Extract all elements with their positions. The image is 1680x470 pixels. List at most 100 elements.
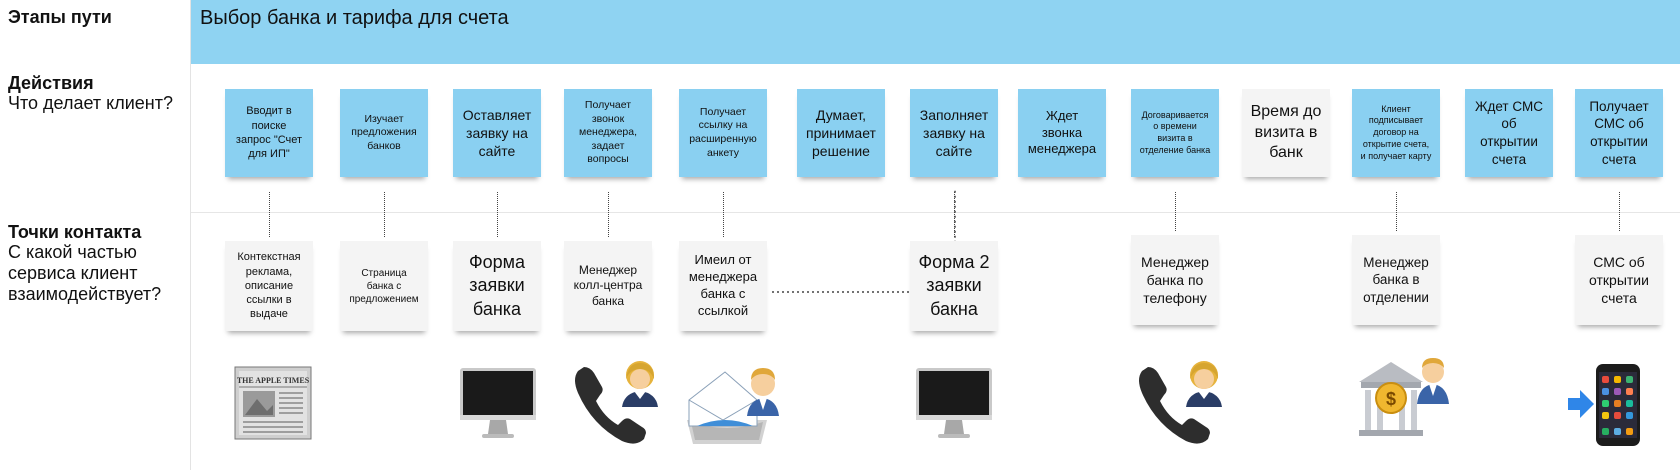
dotted-connector-line [1175, 192, 1176, 231]
action-text-line: менеджера [1027, 141, 1097, 157]
bank-manager-icon: $ [1355, 352, 1455, 442]
action-text-line: Клиент [1381, 103, 1411, 114]
action-text-line: решение [812, 143, 870, 160]
dotted-connector-line [954, 192, 955, 237]
action-sticky: Думает,принимает решение [797, 89, 885, 177]
action-text-line: Время до [1250, 102, 1322, 120]
action-text-line: анкету [706, 146, 740, 159]
action-text-line: визита в [1157, 133, 1193, 143]
action-text-line: отделение банка [1139, 144, 1211, 155]
touchpoint-text-line: телефону [1143, 290, 1207, 307]
stages-title: Этапы пути [8, 7, 112, 27]
action-text-line: заявку на [466, 124, 528, 141]
action-text-line: Оставляет [462, 106, 532, 123]
touchpoint-text-line: банка [472, 298, 522, 319]
action-text-line: заявку на [923, 124, 985, 141]
touchpoints-row-label: Точки контакта С какой частью сервиса кл… [8, 222, 161, 305]
dotted-connector-line [1396, 192, 1397, 231]
touchpoints-title: Точки контакта [8, 222, 142, 242]
action-text-line: сайте [478, 143, 516, 160]
action-text-line: открытии [1480, 134, 1538, 149]
action-text-line: Ждет [1045, 107, 1079, 123]
action-text-line: Думает, [815, 106, 867, 123]
row-labels-column: Этапы пути Действия Что делает клиент? Т… [0, 0, 191, 470]
smartphone-icon [1566, 362, 1646, 448]
action-text-line: звонка [1041, 124, 1083, 140]
touchpoint-text-line: менеджера [688, 269, 758, 285]
dotted-connector-line [269, 192, 270, 237]
action-text-line: вопросы [587, 153, 629, 166]
action-text-line: Ждет СМС [1475, 98, 1543, 114]
action-text-line: Получает [584, 98, 632, 111]
touchpoints-subtitle-line: сервиса клиент [8, 263, 138, 283]
stage-title: Выбор банка и тарифа для счета [200, 7, 509, 29]
actions-row-label: Действия Что делает клиент? [8, 73, 173, 114]
monitor-icon [458, 364, 538, 444]
action-text-line: для ИП" [248, 148, 290, 161]
touchpoint-text-line: Форма [468, 251, 526, 272]
touchpoint-text-line: банка [591, 293, 625, 308]
action-text-line: Вводит в [246, 105, 292, 118]
mail-manager-icon [685, 360, 785, 450]
monitor-icon [914, 364, 994, 444]
newspaper-icon: THE APPLE TIMES [233, 363, 313, 443]
action-text-line: принимает [806, 124, 876, 141]
actions-title: Действия [8, 73, 94, 93]
touchpoint-text-line: счета [1601, 290, 1637, 307]
action-text-line: договор на [1373, 127, 1419, 138]
touchpoint-text-line: Менеджер [1363, 254, 1429, 270]
row-divider [191, 212, 1680, 213]
touchpoint-text-line: заявки [926, 275, 982, 296]
actions-subtitle: Что делает клиент? [8, 93, 173, 113]
action-text-line: Получает [1589, 98, 1649, 114]
touchpoint-text-line: Форма 2 [918, 251, 990, 272]
dotted-connector-line [608, 192, 609, 237]
touchpoint-text-line: выдаче [250, 308, 288, 321]
action-text-line: визита в [1254, 123, 1318, 141]
action-text-line: задает [591, 139, 625, 152]
action-text-line: звонок [591, 112, 625, 125]
touchpoint-text-line: Менеджер [1141, 253, 1209, 270]
touchpoint-text-line: ссылкой [697, 302, 749, 318]
action-text-line: сайте [935, 143, 973, 160]
touchpoint-text-line: СМС об [1593, 253, 1645, 270]
dotted-connector-line [384, 192, 385, 237]
touchpoint-text-line: банка по [1146, 271, 1204, 288]
phone-manager-icon [570, 357, 670, 447]
action-text-line: счета [1491, 151, 1527, 167]
dotted-connector-line [1619, 192, 1620, 231]
touchpoint-text-line: бакна [930, 298, 978, 319]
touchpoint-text-line: Имеил от [694, 252, 752, 268]
touchpoint-text-line: банка в [1372, 272, 1420, 288]
